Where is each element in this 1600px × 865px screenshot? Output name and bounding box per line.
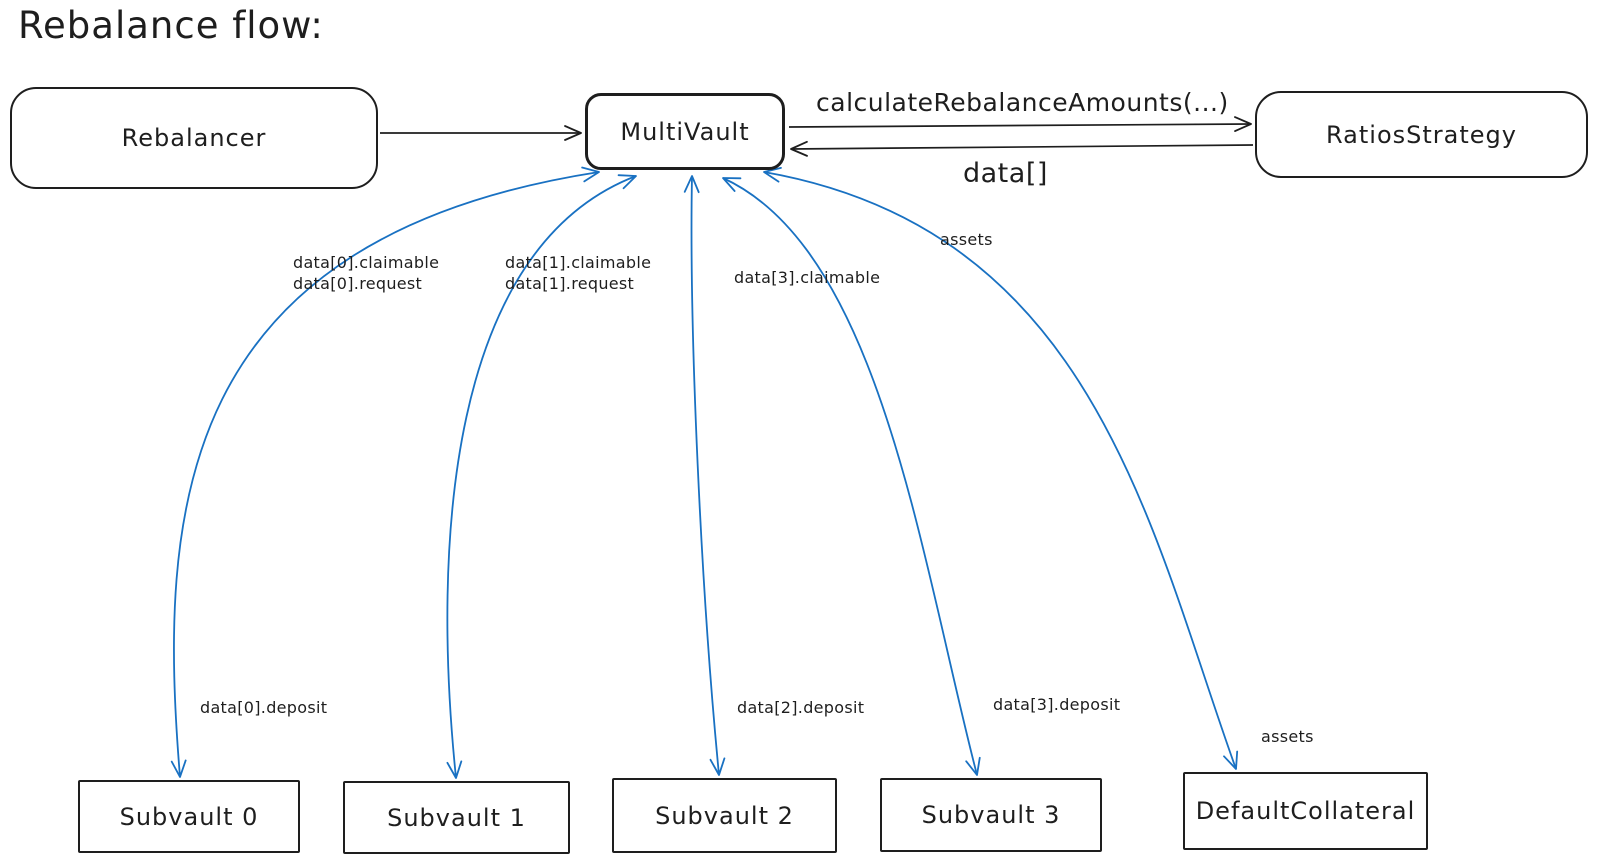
edge-subvault2-multivault bbox=[683, 175, 726, 776]
node-label: RatiosStrategy bbox=[1326, 120, 1517, 149]
edge-multivault-ratiosstrategy bbox=[788, 116, 1252, 133]
node-rebalancer: Rebalancer bbox=[10, 87, 378, 189]
edge-label-data3-claimable: data[3].claimable bbox=[734, 268, 881, 287]
diagram-title: Rebalance flow: bbox=[18, 4, 324, 47]
node-ratiosstrategy: RatiosStrategy bbox=[1255, 91, 1588, 178]
edge-label-assets-bottom: assets bbox=[1261, 727, 1314, 746]
edge-defaultcollateral-multivault bbox=[763, 166, 1239, 770]
edge-label-data3-deposit: data[3].deposit bbox=[993, 695, 1121, 714]
node-label: Subvault 0 bbox=[119, 802, 259, 831]
edge-label-data0-deposit: data[0].deposit bbox=[200, 698, 328, 717]
node-label: Subvault 1 bbox=[387, 803, 526, 832]
node-label: DefaultCollateral bbox=[1195, 797, 1416, 825]
node-label: Subvault 3 bbox=[921, 801, 1061, 829]
edge-label-data0-claimable-request: data[0].claimable data[0].request bbox=[293, 252, 439, 294]
node-label: Rebalancer bbox=[121, 124, 267, 152]
node-subvault-0: Subvault 0 bbox=[78, 780, 300, 853]
node-label: MultiVault bbox=[620, 117, 750, 146]
edge-label-data0-claimable: data[0].claimable bbox=[293, 253, 440, 272]
node-multivault: MultiVault bbox=[585, 93, 785, 170]
edge-label-assets-top: assets bbox=[940, 230, 993, 249]
edge-subvault1-multivault bbox=[446, 174, 637, 779]
node-subvault-1: Subvault 1 bbox=[343, 781, 570, 854]
node-defaultcollateral: DefaultCollateral bbox=[1183, 772, 1428, 850]
node-label: Subvault 2 bbox=[655, 801, 794, 830]
edge-label-data1-request: data[1].request bbox=[505, 274, 635, 293]
edge-label-data1-claimable-request: data[1].claimable data[1].request bbox=[505, 252, 651, 294]
edge-label-data1-claimable: data[1].claimable bbox=[505, 253, 652, 272]
edge-label-data2-deposit: data[2].deposit bbox=[737, 698, 865, 717]
edge-label-data-array: data[] bbox=[963, 158, 1048, 189]
node-subvault-3: Subvault 3 bbox=[880, 778, 1102, 852]
edge-label-data0-request: data[0].request bbox=[293, 274, 423, 293]
node-subvault-2: Subvault 2 bbox=[612, 778, 837, 853]
edge-subvault0-multivault bbox=[170, 166, 600, 778]
edge-ratiosstrategy-multivault bbox=[790, 140, 1254, 157]
edge-label-calculate-rebalance-amounts: calculateRebalanceAmounts(...) bbox=[816, 88, 1229, 117]
